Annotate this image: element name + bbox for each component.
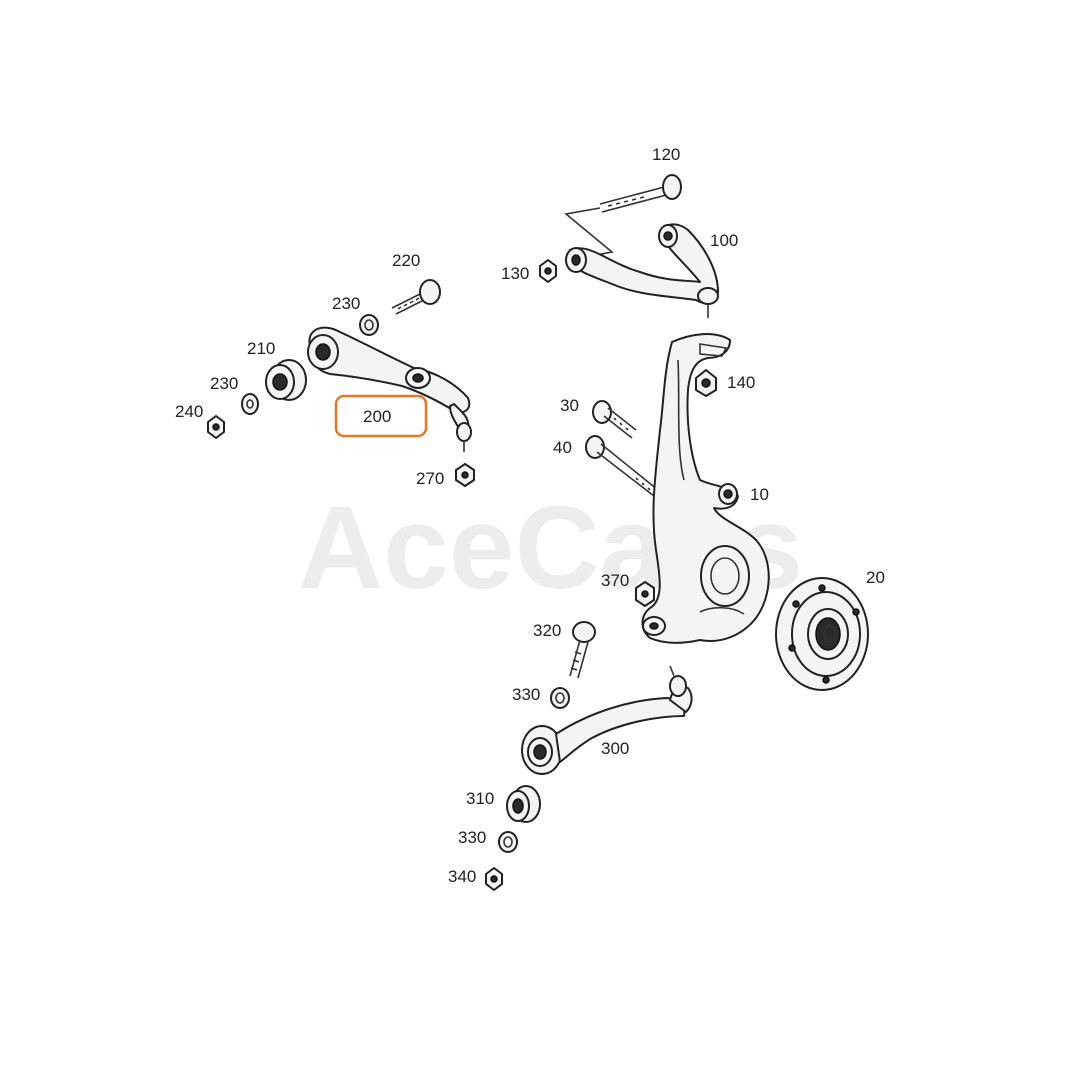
label-340: 340 — [448, 867, 476, 886]
label-100: 100 — [710, 231, 738, 250]
label-210: 210 — [247, 339, 275, 358]
label-10: 10 — [750, 485, 769, 504]
label-240: 240 — [175, 402, 203, 421]
upper-control-arm-100 — [565, 223, 719, 318]
washer-330-lower — [498, 831, 518, 853]
wheel-hub-20 — [775, 577, 869, 691]
washer-330-upper — [550, 687, 570, 709]
control-arm-200 — [307, 326, 472, 452]
bolt-220 — [391, 279, 441, 315]
nut-340 — [485, 867, 503, 891]
label-310: 310 — [466, 789, 494, 808]
nut-240 — [207, 415, 225, 439]
label-120: 120 — [652, 145, 680, 164]
steering-knuckle-10 — [641, 333, 770, 644]
label-130: 130 — [501, 264, 529, 283]
label-220: 220 — [392, 251, 420, 270]
nut-270 — [455, 463, 475, 487]
bushing-210 — [265, 359, 307, 401]
label-20: 20 — [866, 568, 885, 587]
bolt-40 — [585, 435, 659, 497]
label-330-upper: 330 — [512, 685, 540, 704]
label-370: 370 — [601, 571, 629, 590]
label-30: 30 — [560, 396, 579, 415]
label-320: 320 — [533, 621, 561, 640]
bolt-320 — [569, 621, 596, 679]
label-40: 40 — [553, 438, 572, 457]
label-270: 270 — [416, 469, 444, 488]
control-arm-300 — [521, 665, 693, 775]
bolt-120 — [599, 174, 682, 213]
bushing-310 — [506, 785, 541, 823]
label-230-upper: 230 — [332, 294, 360, 313]
highlight-box — [334, 394, 428, 438]
washer-230-lower — [241, 393, 259, 415]
label-140: 140 — [727, 373, 755, 392]
label-200: 200 — [363, 407, 391, 426]
label-230-lower: 230 — [210, 374, 238, 393]
label-300: 300 — [601, 739, 629, 758]
washer-230-upper — [359, 314, 379, 336]
nut-140 — [695, 369, 717, 397]
nut-370 — [635, 581, 655, 607]
bolt-30 — [592, 400, 637, 439]
label-330-lower: 330 — [458, 828, 486, 847]
nut-130 — [539, 259, 557, 283]
